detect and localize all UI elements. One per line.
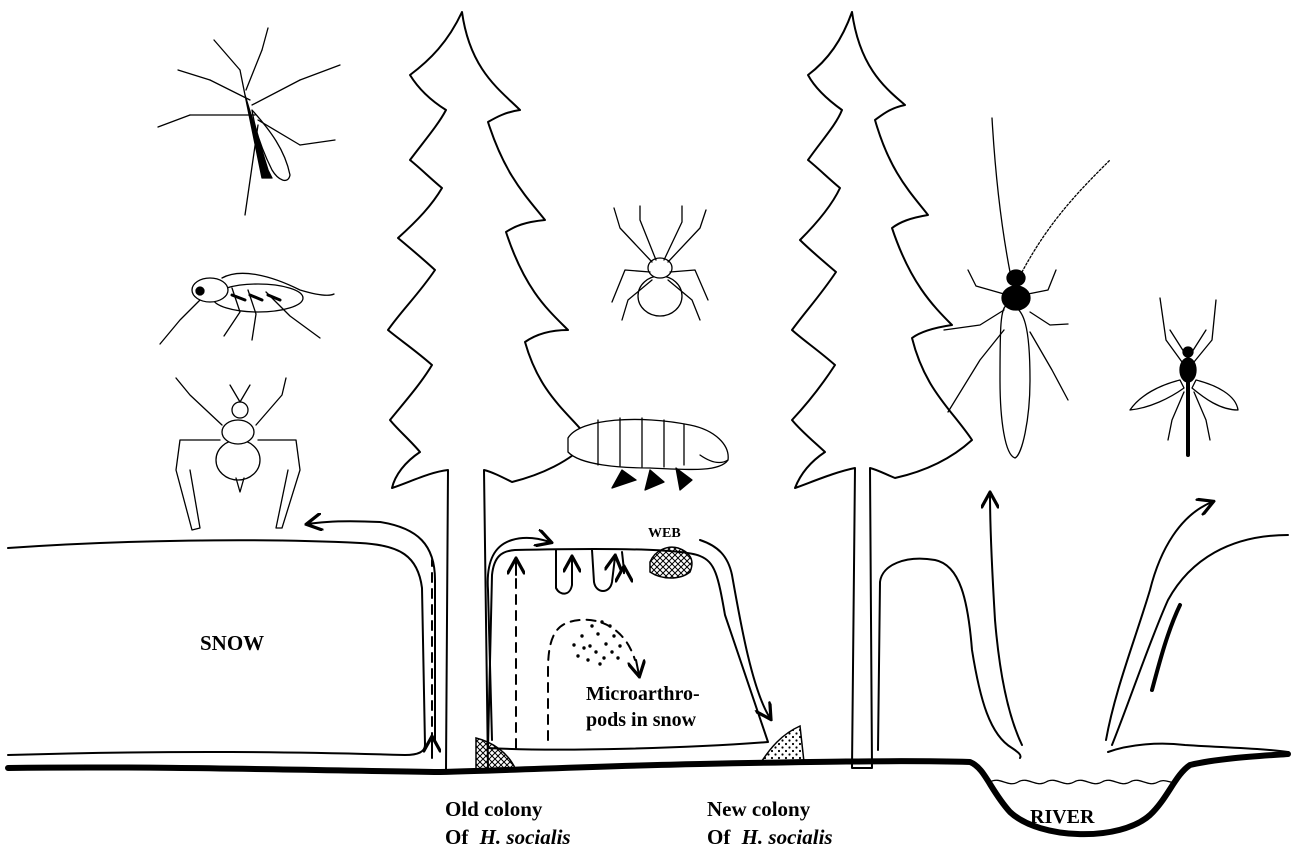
microarthropods-label-line1: Microarthro- — [586, 683, 700, 705]
midge-icon — [1130, 298, 1238, 455]
river-water — [990, 780, 1176, 783]
arrow-left-loop — [308, 521, 435, 742]
winter-gnat-icon — [160, 273, 334, 344]
old-colony-patch — [476, 738, 516, 772]
new-colony-species: H. socialis — [741, 825, 833, 849]
arrow-wiggle-2 — [592, 550, 615, 591]
crane-fly-icon — [158, 28, 340, 215]
snow-bank-thick — [1152, 605, 1180, 690]
microarthropods-label-line2: pods in snow — [586, 709, 697, 731]
snow-scorpionfly-icon — [176, 378, 300, 530]
web-patch — [650, 547, 692, 578]
arrow-wiggle-1 — [556, 550, 572, 594]
snow-mass-far-right — [1112, 535, 1288, 745]
stonefly-icon — [944, 118, 1110, 458]
old-colony-label-line2: Of H. socialis — [445, 825, 571, 849]
microarthropods-dots — [572, 620, 621, 665]
old-colony-prefix: Of — [445, 825, 474, 849]
tree-right — [792, 12, 972, 768]
arrow-web-to-new-colony — [700, 540, 770, 718]
new-colony-label-line1: New colony — [707, 797, 811, 821]
spider-icon — [612, 206, 708, 320]
new-colony-patch — [760, 726, 804, 764]
river-label: RIVER — [1030, 806, 1095, 828]
arrow-center-dashed-2-head — [636, 660, 639, 675]
new-colony-prefix: Of — [707, 825, 736, 849]
new-colony-label-line2: Of H. socialis — [707, 825, 833, 849]
springtail-icon — [568, 418, 728, 490]
ground-line — [8, 754, 1288, 834]
arrow-wiggle-3 — [622, 552, 624, 573]
snow-label: SNOW — [200, 631, 264, 655]
snow-mass-river-bank — [1108, 744, 1288, 752]
arrow-river-left — [990, 494, 1022, 745]
arrow-center-loop-outer — [488, 538, 550, 740]
old-colony-species: H. socialis — [479, 825, 571, 849]
old-colony-label-line1: Old colony — [445, 797, 543, 821]
web-label: WEB — [648, 526, 681, 541]
